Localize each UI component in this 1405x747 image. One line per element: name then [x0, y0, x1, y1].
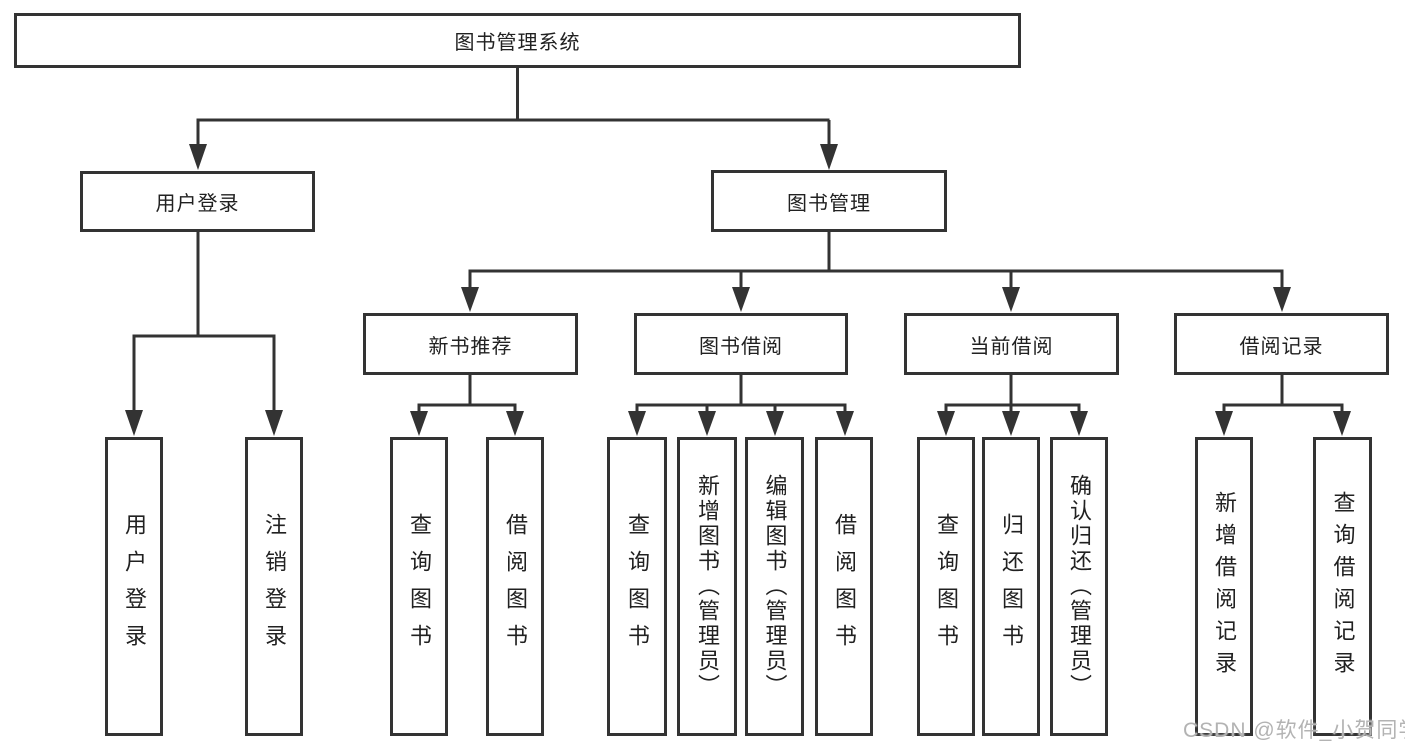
watermark: CSDN @软件_小贺同学 [1183, 719, 1405, 742]
node-user-login-label: 用户登录 [155, 193, 240, 215]
node-root: 图书管理系统 [14, 13, 1021, 68]
leaf-current-confirm-admin-label: 确认归还（管理员） [1067, 474, 1092, 699]
node-current-borrow-label: 当前借阅 [969, 335, 1054, 358]
leaf-records-add-label: 新增借阅记录 [1212, 490, 1237, 683]
leaf-borrow-add-admin-label: 新增图书（管理员） [695, 474, 720, 699]
leaf-borrow-query-label: 查询图书 [625, 512, 650, 661]
leaf-newbooks-query-label: 查询图书 [407, 512, 432, 661]
leaf-borrow-edit-admin-label: 编辑图书（管理员） [762, 474, 788, 699]
leaf-borrow-book: 借阅图书 [815, 437, 873, 736]
leaf-newbooks-borrow: 借阅图书 [486, 437, 544, 736]
edge-records-branch [1222, 375, 1344, 413]
leaf-records-query-label: 查询借阅记录 [1330, 490, 1356, 683]
edge-currentborrow-branch [944, 375, 1081, 413]
leaf-user-login: 用户登录 [105, 437, 163, 736]
edge-bookborrow-branch [635, 375, 847, 413]
leaf-user-login-label: 用户登录 [122, 512, 147, 661]
arrowheads [125, 144, 1351, 436]
node-new-book-recommend-label: 新书推荐 [428, 335, 513, 358]
leaf-logout-label: 注销登录 [262, 512, 287, 661]
edge-root-to-level2 [196, 68, 831, 147]
node-current-borrow: 当前借阅 [904, 313, 1119, 375]
node-borrow-records: 借阅记录 [1174, 313, 1389, 375]
leaf-borrow-edit-admin: 编辑图书（管理员） [745, 437, 804, 736]
leaf-logout: 注销登录 [245, 437, 303, 736]
node-book-management: 图书管理 [711, 170, 947, 232]
leaf-newbooks-query: 查询图书 [390, 437, 448, 736]
edge-bookmgmt-to-level3 [468, 232, 1284, 289]
node-root-label: 图书管理系统 [454, 32, 581, 54]
node-book-borrow-label: 图书借阅 [699, 335, 783, 358]
leaf-newbooks-borrow-label: 借阅图书 [503, 512, 528, 661]
node-book-management-label: 图书管理 [787, 192, 871, 215]
node-borrow-records-label: 借阅记录 [1239, 335, 1324, 358]
leaf-records-add: 新增借阅记录 [1195, 437, 1253, 736]
edge-userlogin-to-leaves [132, 232, 276, 412]
node-book-borrow: 图书借阅 [634, 313, 848, 375]
leaf-borrow-query: 查询图书 [607, 437, 667, 736]
node-user-login: 用户登录 [80, 171, 315, 232]
leaf-records-query: 查询借阅记录 [1313, 437, 1372, 736]
leaf-borrow-book-label: 借阅图书 [832, 512, 857, 661]
leaf-current-confirm-admin: 确认归还（管理员） [1050, 437, 1108, 736]
leaf-borrow-add-admin: 新增图书（管理员） [677, 437, 737, 736]
leaf-current-return-label: 归还图书 [999, 512, 1024, 661]
node-new-book-recommend: 新书推荐 [363, 313, 578, 375]
leaf-current-query-label: 查询图书 [934, 512, 959, 661]
leaf-current-query: 查询图书 [917, 437, 975, 736]
leaf-current-return: 归还图书 [982, 437, 1040, 736]
edge-newbooks-branch [417, 375, 517, 413]
